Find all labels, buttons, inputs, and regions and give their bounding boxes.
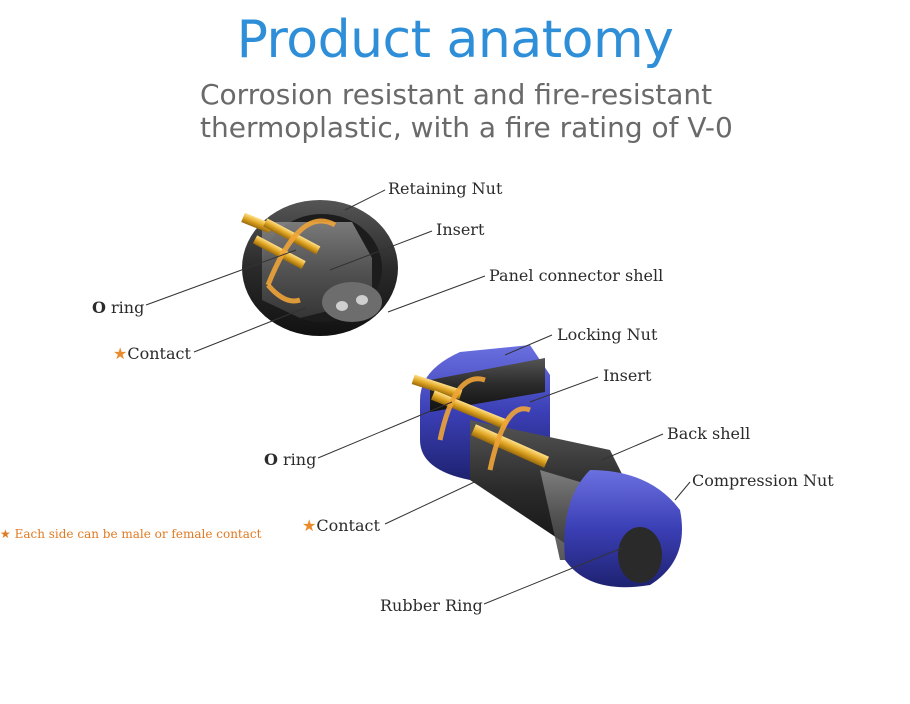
label-locking-nut: Locking Nut	[557, 325, 658, 344]
label-panel-o-ring: O ring	[92, 298, 145, 317]
panel-o-ring-shape	[265, 218, 337, 286]
cable-o-ring-shape	[437, 376, 486, 441]
label-cable-insert: Insert	[603, 366, 652, 385]
leader-lines	[145, 189, 691, 605]
page-title: Product anatomy	[236, 10, 674, 70]
page-subtitle: Corrosion resistant and fire-resistant t…	[200, 78, 800, 144]
star-icon: ★	[0, 527, 11, 541]
label-rubber-ring: Rubber Ring	[380, 596, 483, 615]
subtitle-line-1: Corrosion resistant and fire-resistant	[200, 78, 713, 111]
subtitle-line-2: thermoplastic, with a fire rating of V-0	[200, 111, 733, 144]
cable-connector	[411, 345, 682, 588]
footnote: ★ Each side can be male or female contac…	[0, 527, 262, 541]
panel-connector	[241, 200, 398, 336]
label-back-shell: Back shell	[667, 424, 751, 443]
label-cable-o-ring: O ring	[264, 450, 317, 469]
label-compression-nut: Compression Nut	[692, 471, 834, 490]
star-icon: ★	[113, 344, 128, 363]
label-panel-insert: Insert	[436, 220, 485, 239]
label-panel-contact: ★Contact	[113, 344, 191, 363]
star-icon: ★	[302, 516, 317, 535]
label-panel-connector-shell: Panel connector shell	[489, 266, 664, 285]
label-retaining-nut: Retaining Nut	[388, 179, 503, 198]
label-cable-contact: ★Contact	[302, 516, 380, 535]
